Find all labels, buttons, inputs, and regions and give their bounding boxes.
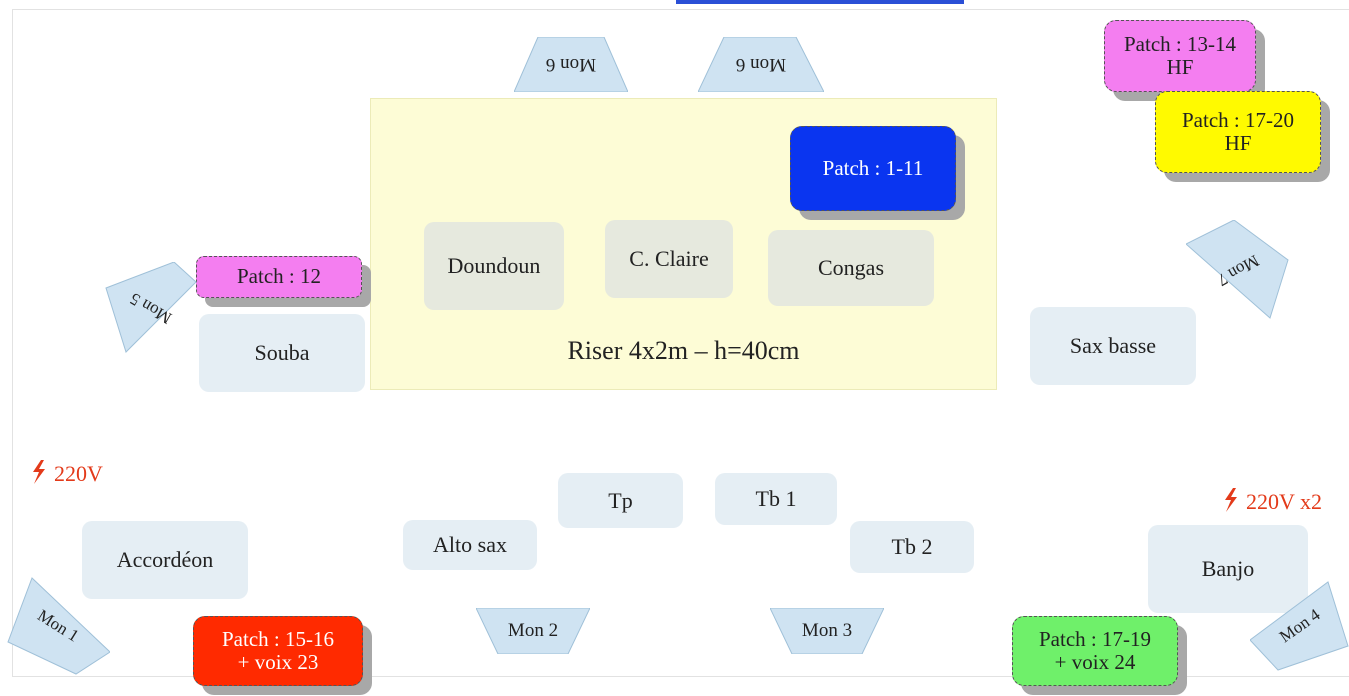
monitor-2-label: Mon 2 xyxy=(507,620,559,641)
monitor-4: Mon 4 xyxy=(1250,580,1349,672)
top-link-fragment xyxy=(676,0,964,4)
lightning-icon xyxy=(33,460,45,484)
monitor-4-shape xyxy=(1250,581,1349,671)
patch-12: Patch : 12 xyxy=(196,256,362,298)
patch-17-20: Patch : 17-20 HF xyxy=(1155,91,1321,173)
power-left: 220V xyxy=(30,460,103,487)
instrument-alto-sax: Alto sax xyxy=(403,520,537,570)
patch-15-16-label: Patch : 15-16 xyxy=(222,626,334,651)
monitor-5: Mon 5 xyxy=(104,262,198,354)
power-left-label: 220V xyxy=(54,461,103,486)
patch-13-14-label: Patch : 13-14 xyxy=(1124,31,1236,56)
monitor-6-left-shape xyxy=(514,37,628,92)
monitor-2-shape xyxy=(476,608,590,654)
patch-17-19-label: Patch : 17-19 xyxy=(1039,626,1151,651)
power-right-label: 220V x2 xyxy=(1246,489,1322,514)
instrument-caisse-claire: C. Claire xyxy=(605,220,733,298)
patch-1-11: Patch : 1-11 xyxy=(790,126,956,211)
patch-12-label: Patch : 12 xyxy=(237,264,321,289)
patch-15-16-sublabel: + voix 23 xyxy=(237,650,319,674)
stage-frame xyxy=(12,9,1349,677)
power-right: 220V x2 xyxy=(1222,488,1322,515)
instrument-trombone-1: Tb 1 xyxy=(715,473,837,525)
instrument-trombone-2: Tb 2 xyxy=(850,521,974,573)
instrument-trompette: Tp xyxy=(558,473,683,528)
patch-17-20-sublabel: HF xyxy=(1224,131,1252,155)
lightning-icon xyxy=(1225,488,1237,512)
patch-15-16: Patch : 15-16 + voix 23 xyxy=(193,616,363,686)
monitor-5-shape xyxy=(105,262,197,353)
instrument-congas: Congas xyxy=(768,230,934,306)
monitor-6-right: Mon 6 xyxy=(698,37,824,92)
patch-13-14-sublabel: HF xyxy=(1166,55,1194,79)
patch-17-19: Patch : 17-19 + voix 24 xyxy=(1012,616,1178,686)
monitor-7: Mon 7 xyxy=(1186,220,1290,320)
instrument-accordeon: Accordéon xyxy=(82,521,248,599)
monitor-1-shape xyxy=(7,577,110,675)
patch-13-14: Patch : 13-14 HF xyxy=(1104,20,1256,92)
instrument-doundoun: Doundoun xyxy=(424,222,564,310)
riser-label: Riser 4x2m – h=40cm xyxy=(567,336,800,365)
patch-1-11-label: Patch : 1-11 xyxy=(822,155,924,180)
instrument-banjo: Banjo xyxy=(1148,525,1308,613)
instrument-sax-basse: Sax basse xyxy=(1030,307,1196,385)
monitor-6-left: Mon 6 xyxy=(514,37,628,92)
monitor-7-shape xyxy=(1186,220,1289,319)
monitor-1: Mon 1 xyxy=(6,576,110,676)
instrument-souba: Souba xyxy=(199,314,365,392)
patch-17-19-sublabel: + voix 24 xyxy=(1054,650,1136,674)
monitor-3-label: Mon 3 xyxy=(801,620,853,641)
monitor-3: Mon 3 xyxy=(770,608,884,654)
monitor-6-right-label: Mon 6 xyxy=(735,54,787,76)
monitor-3-shape xyxy=(770,608,884,654)
patch-17-20-label: Patch : 17-20 xyxy=(1182,107,1294,132)
monitor-2: Mon 2 xyxy=(476,608,590,654)
monitor-6-left-label: Mon 6 xyxy=(545,54,597,76)
monitor-6-right-shape xyxy=(698,37,824,92)
